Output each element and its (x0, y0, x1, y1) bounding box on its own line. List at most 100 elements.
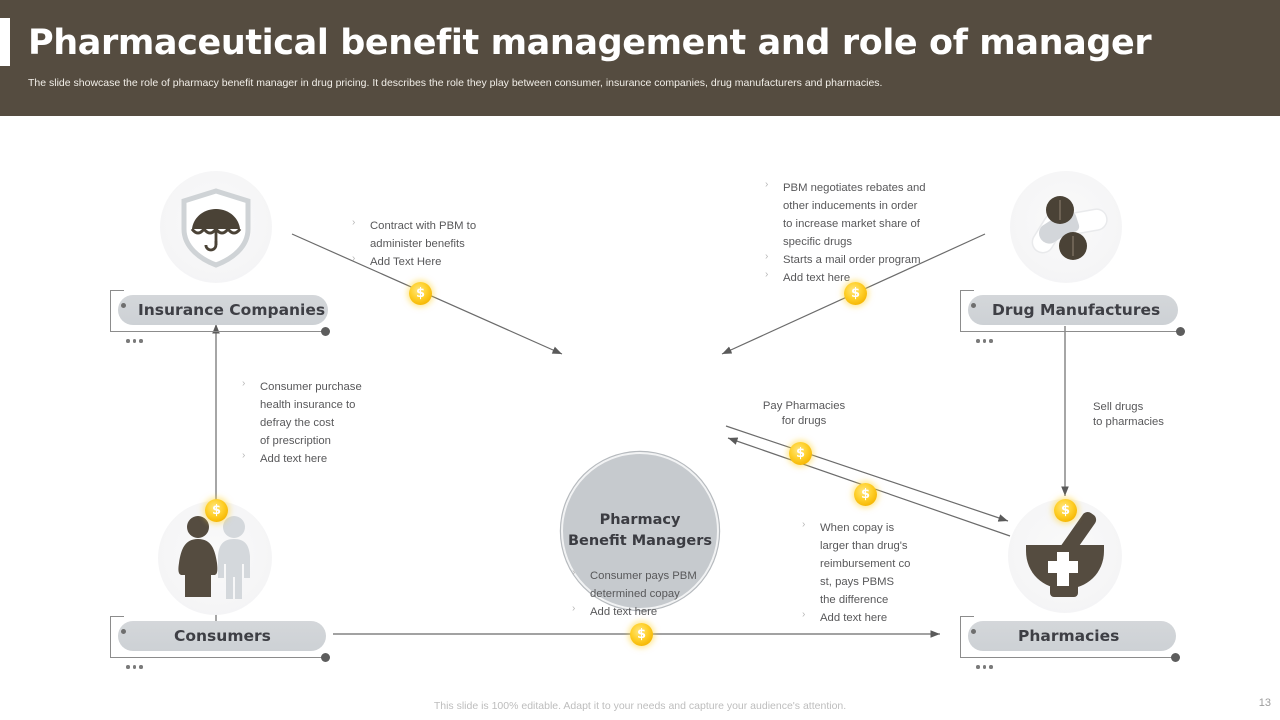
label-baseline (122, 657, 325, 659)
bullet-text: PBM negotiates rebates and other inducem… (783, 182, 926, 248)
node-consumers[interactable]: Consumers (110, 616, 340, 669)
text-manufacturer-to-pharmacy: Sell drugs to pharmacies (1093, 401, 1164, 428)
bullet-text: Consumer pays PBM determined copay (590, 570, 697, 600)
bullet-text: Add text here (590, 606, 658, 618)
bullet-item: › Add Text Here (350, 252, 530, 270)
chevron-right-icon: › (352, 217, 356, 228)
bullet-item: › PBM negotiates rebates and other induc… (763, 178, 958, 250)
drug-manufactures-icon-disk (1010, 171, 1122, 283)
node-label-drug-manufactures: Drug Manufactures (992, 301, 1161, 319)
bullet-item: › Contract with PBM to administer benefi… (350, 216, 530, 252)
page-number: 13 (1258, 697, 1271, 709)
label-endcap (1171, 653, 1180, 662)
label-baseline (972, 331, 1180, 333)
footer-note: This slide is 100% editable. Adapt it to… (433, 700, 847, 712)
label-bracket (110, 290, 124, 332)
bullet-text: Starts a mail order program (783, 254, 921, 266)
node-label-pharmacies: Pharmacies (1018, 627, 1120, 645)
label-pill (968, 621, 1176, 651)
dollar-coin-icon: $ (409, 282, 432, 305)
shield-umbrella-icon (181, 188, 251, 268)
chevron-right-icon: › (802, 609, 806, 620)
diagram-canvas: Insurance Companies Drug Manufactu (0, 116, 1280, 720)
chevron-right-icon: › (802, 519, 806, 530)
bullet-text: Add Text Here (370, 256, 442, 268)
bullet-item: › Consumer purchase health insurance to … (240, 377, 400, 449)
center-node-text: Pharmacy Benefit Managers (568, 510, 712, 552)
bullet-text: Contract with PBM to administer benefits (370, 220, 477, 250)
label-minidots (126, 656, 146, 674)
chevron-right-icon: › (765, 251, 769, 262)
dollar-symbol: $ (850, 286, 861, 301)
arrow-pbm-to-pharmacies (725, 425, 1009, 522)
text-pbm-pays-pharmacies: Pay Pharmacies for drugs (762, 400, 846, 427)
label-dot (971, 303, 976, 308)
label-minidots (976, 330, 996, 348)
dollar-symbol: $ (795, 446, 806, 461)
label-pill (118, 621, 326, 651)
dollar-coin-icon: $ (854, 483, 877, 506)
dollar-coin-icon: $ (630, 623, 653, 646)
label-bracket (960, 290, 974, 332)
chevron-right-icon: › (352, 253, 356, 264)
mortar-pestle-plus-icon (1026, 512, 1104, 597)
pills-capsule-icon (1031, 196, 1108, 260)
bullet-text: Add text here (820, 612, 888, 624)
text-consumer-to-insurance: › Consumer purchase health insurance to … (240, 377, 400, 467)
dollar-symbol: $ (211, 503, 222, 518)
text-manufacturer-to-pbm: › PBM negotiates rebates and other induc… (763, 178, 958, 286)
label-minidots (126, 330, 146, 348)
label-baseline (972, 657, 1175, 659)
label-bracket (110, 616, 124, 658)
bullet-text: When copay is larger than drug's reimbur… (820, 522, 911, 606)
chevron-right-icon: › (572, 567, 576, 578)
chevron-right-icon: › (765, 179, 769, 190)
label-endcap (321, 327, 330, 336)
dollar-coin-icon: $ (844, 282, 867, 305)
chevron-right-icon: › (765, 269, 769, 280)
dollar-coin-icon: $ (1054, 499, 1077, 522)
label-pill (118, 295, 328, 325)
chevron-right-icon: › (242, 450, 246, 461)
insurance-icon-disk (160, 171, 272, 283)
node-insurance-companies[interactable]: Insurance Companies (110, 290, 340, 343)
label-baseline (122, 331, 325, 333)
bullet-item: › Add text here (763, 268, 958, 286)
center-node-pharmacy-benefit-managers[interactable]: Pharmacy Benefit Managers (561, 452, 719, 610)
text-consumer-to-pharmacy: › Consumer pays PBM determined copay › A… (570, 566, 740, 620)
dollar-symbol: $ (415, 286, 426, 301)
bullet-item: › Add text here (240, 449, 400, 467)
chevron-right-icon: › (242, 378, 246, 389)
bullet-text: Add text here (783, 272, 851, 284)
page-title: Pharmaceutical benefit management and ro… (28, 23, 1152, 63)
dollar-symbol: $ (636, 627, 647, 642)
node-pharmacies[interactable]: Pharmacies (960, 616, 1190, 669)
dollar-coin-icon: $ (789, 442, 812, 465)
label-bracket (960, 616, 974, 658)
label-dot (121, 629, 126, 634)
node-label-insurance: Insurance Companies (138, 301, 326, 319)
dollar-coin-icon: $ (205, 499, 228, 522)
label-endcap (1176, 327, 1185, 336)
text-pharmacy-to-pbm: › When copay is larger than drug's reimb… (800, 518, 940, 626)
label-endcap (321, 653, 330, 662)
dollar-symbol: $ (1060, 503, 1071, 518)
chevron-right-icon: › (572, 603, 576, 614)
label-dot (971, 629, 976, 634)
label-pill (968, 295, 1178, 325)
bullet-text: Add text here (260, 453, 328, 465)
bullet-item: › Consumer pays PBM determined copay (570, 566, 740, 602)
page-subtitle: The slide showcase the role of pharmacy … (28, 77, 883, 89)
bullet-item: › When copay is larger than drug's reimb… (800, 518, 940, 608)
text-insurance-to-pbm: › Contract with PBM to administer benefi… (350, 216, 530, 270)
node-drug-manufactures[interactable]: Drug Manufactures (960, 290, 1190, 343)
bullet-text: Consumer purchase health insurance to de… (260, 381, 362, 447)
bullet-item: › Add text here (570, 602, 740, 620)
label-minidots (976, 656, 996, 674)
dollar-symbol: $ (860, 487, 871, 502)
bullet-item: › Add text here (800, 608, 940, 626)
label-dot (121, 303, 126, 308)
node-label-consumers: Consumers (174, 627, 271, 645)
two-people-icon (178, 516, 250, 599)
